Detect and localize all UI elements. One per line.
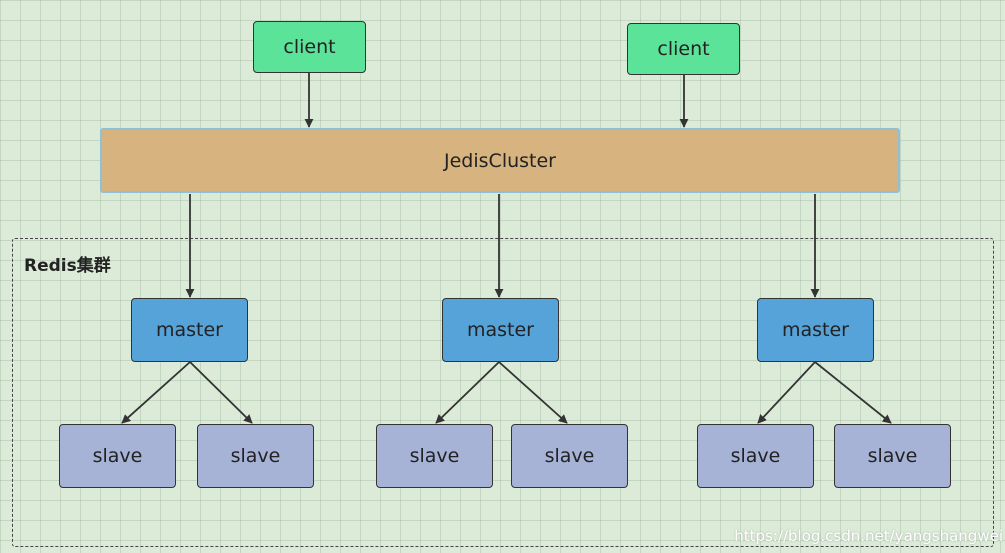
arrow-master3-slave5 — [757, 361, 816, 424]
slave-node: slave — [834, 424, 951, 488]
arrow-master2-slave3 — [435, 361, 500, 424]
master-node: master — [757, 298, 874, 362]
arrow-master3-slave6 — [814, 361, 892, 424]
slave-node: slave — [59, 424, 176, 488]
arrow-master1-slave1 — [121, 361, 191, 424]
master-node: master — [131, 298, 248, 362]
slave-node: slave — [697, 424, 814, 488]
client-node: client — [253, 21, 366, 73]
slave-node: slave — [197, 424, 314, 488]
redis-cluster-group — [12, 238, 994, 547]
arrow-master1-slave2 — [189, 361, 253, 424]
client-node: client — [627, 23, 740, 75]
slave-node: slave — [511, 424, 628, 488]
watermark-text: https://blog.csdn.net/yangshangwei — [734, 527, 1003, 545]
master-node: master — [442, 298, 559, 362]
slave-node: slave — [376, 424, 493, 488]
cluster-title: Redis集群 — [24, 256, 111, 276]
jediscluster-node: JedisCluster — [100, 128, 900, 193]
arrow-master2-slave4 — [498, 361, 568, 424]
